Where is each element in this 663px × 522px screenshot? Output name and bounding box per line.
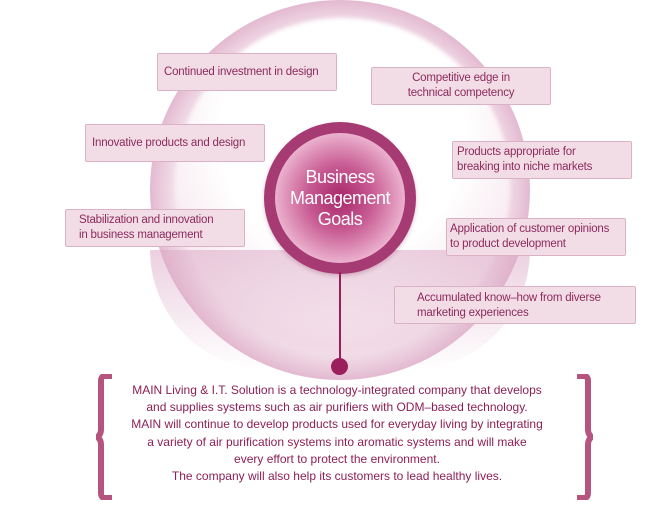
center-goal-inner: Business Management Goals: [275, 133, 405, 263]
goal-innovative-products: Innovative products and design: [85, 124, 265, 162]
description-line: every effort to protect the environment.: [234, 451, 440, 466]
goal-line: Stabilization and innovation: [79, 214, 214, 226]
goal-line: Competitive edge in: [412, 72, 510, 84]
center-title-line: Business: [305, 166, 375, 187]
description-line: MAIN will continue to develop products u…: [131, 417, 543, 432]
connector-dot: [331, 358, 348, 375]
goal-line: Innovative products and design: [92, 137, 246, 149]
goal-niche-markets: Products appropriate for breaking into n…: [452, 141, 632, 179]
goal-line: marketing experiences: [417, 307, 529, 319]
left-brace-icon: [96, 374, 112, 500]
goal-line: Application of customer opinions: [450, 223, 610, 235]
connector-line: [339, 272, 341, 364]
goal-line: Continued investment in design: [164, 66, 319, 78]
description-line: a variety of air purification systems in…: [147, 434, 527, 449]
center-title-line: Goals: [317, 208, 363, 229]
center-goal-circle: Business Management Goals: [264, 122, 416, 274]
goal-line: breaking into niche markets: [457, 161, 593, 173]
goal-line: Products appropriate for: [457, 146, 576, 158]
goal-competitive-edge: Competitive edge in technical competency: [371, 67, 551, 105]
goal-customer-opinions: Application of customer opinions to prod…: [446, 218, 626, 256]
goal-line: technical competency: [407, 87, 515, 99]
goal-stabilization: Stabilization and innovation in business…: [65, 209, 245, 247]
center-title-line: Management: [289, 187, 391, 208]
company-description: MAIN Living & I.T. Solution is a technol…: [100, 382, 574, 485]
description-line: MAIN Living & I.T. Solution is a technol…: [132, 383, 542, 397]
goal-continued-investment: Continued investment in design: [157, 53, 337, 91]
goal-line: Accumulated know–how from diverse: [417, 292, 601, 304]
goal-line: in business management: [79, 229, 203, 241]
description-line: The company will also help its customers…: [171, 469, 503, 484]
right-brace-icon: [577, 374, 593, 500]
goal-line: to product development: [450, 238, 566, 250]
description-line: and supplies systems such as air purifie…: [146, 400, 528, 415]
goal-know-how: Accumulated know–how from diverse market…: [394, 286, 636, 324]
